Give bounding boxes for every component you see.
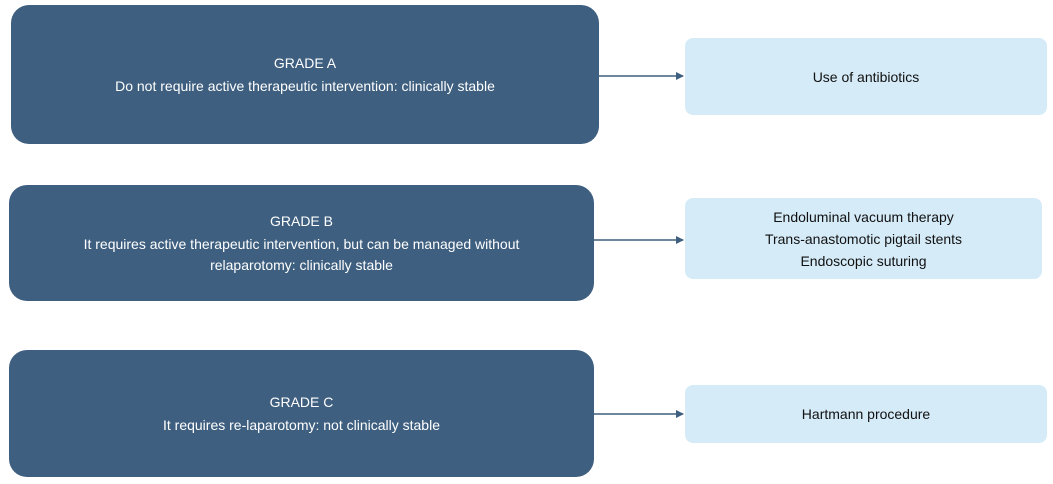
treatment-c-box: Hartmann procedure (685, 385, 1047, 443)
treatment-item: Endoluminal vacuum therapy (773, 208, 954, 225)
grade-b-description: It requires active therapeutic intervent… (83, 235, 520, 273)
grade-c-description: It requires re-laparotomy: not clinicall… (162, 416, 440, 433)
grade-c-box: GRADE C It requires re-laparotomy: not c… (9, 350, 594, 477)
grade-a-description: Do not require active therapeutic interv… (115, 77, 495, 94)
treatment-a-box: Use of antibiotics (685, 38, 1047, 115)
grade-a-box: GRADE A Do not require active therapeuti… (11, 5, 599, 144)
treatment-item: Hartmann procedure (801, 406, 931, 422)
treatment-item: Use of antibiotics (812, 68, 920, 85)
grade-a-title: GRADE A (273, 54, 337, 71)
treatment-b-box: Endoluminal vacuum therapy Trans-anastom… (685, 198, 1042, 279)
grade-b-box: GRADE B It requires active therapeutic i… (9, 185, 594, 301)
treatment-item: Trans-anastomotic pigtail stents (764, 230, 963, 247)
grade-c-title: GRADE C (269, 393, 334, 410)
grade-b-title: GRADE B (269, 212, 333, 229)
treatment-item: Endoscopic suturing (800, 252, 927, 269)
